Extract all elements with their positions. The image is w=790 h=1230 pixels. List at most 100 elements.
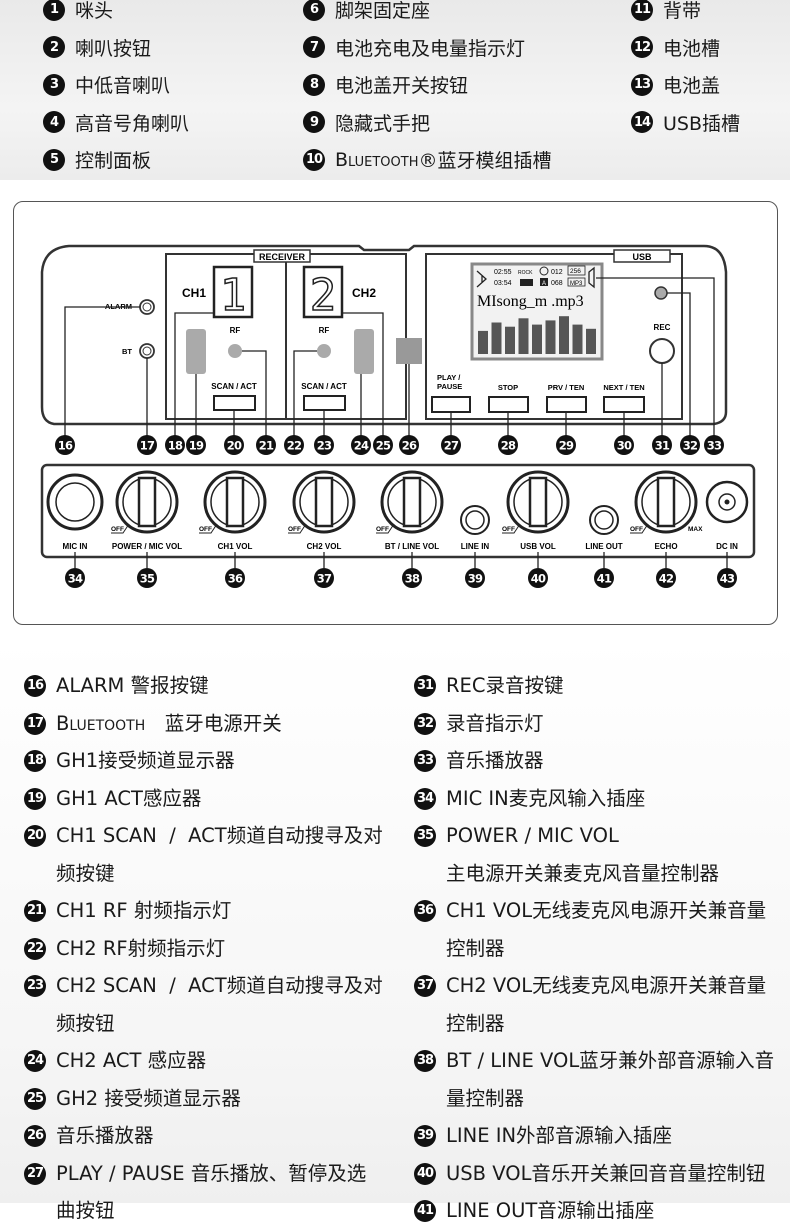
number-badge: 22 xyxy=(24,937,46,960)
callout-37 xyxy=(314,568,334,588)
legend-text: REC录音按键 xyxy=(446,674,564,697)
number-badge: 13 xyxy=(631,73,653,96)
legend-text: BT / LINE VOL蓝牙兼外部音源输入音 量控制器 xyxy=(446,1049,775,1110)
callout-25 xyxy=(373,435,393,455)
number-badge: 4 xyxy=(43,111,65,133)
alarm-button[interactable] xyxy=(139,299,155,315)
ch2-rf-led xyxy=(317,344,331,358)
lcd-total: 256 xyxy=(570,268,581,275)
control-panel-diagram: RECEIVER CH1 1 RF SCAN / ACT 2 CH2 RF SC… xyxy=(13,201,778,625)
ch2-scan-act-button[interactable] xyxy=(303,395,346,411)
callout-35 xyxy=(137,568,157,588)
off-label: OFF xyxy=(502,526,515,533)
off-label: OFF xyxy=(376,526,389,533)
next-label: NEXT / TEN xyxy=(603,383,644,392)
callout-24 xyxy=(351,435,371,455)
callout-number: 31 xyxy=(655,439,670,453)
legend-text: CH2 VOL无线麦克风电源开关兼音量 控制器 xyxy=(446,974,767,1035)
leader-lines-row1 xyxy=(64,277,715,437)
number-badge: 3 xyxy=(43,73,65,96)
bottom-legend-item-37: 37 CH2 VOL无线麦克风电源开关兼音量 控制器 xyxy=(414,967,766,1042)
eq-bar xyxy=(505,326,515,354)
bt-power-switch[interactable] xyxy=(139,343,155,359)
legend-text: LINE OUT音源输出插座 xyxy=(446,1199,655,1222)
callout-number: 24 xyxy=(354,439,369,453)
knob-label-mic_in: MIC IN xyxy=(63,542,88,551)
ch2-scan-label: SCAN / ACT xyxy=(301,382,347,391)
prv-ten-button[interactable] xyxy=(546,396,587,413)
knob-label-usb_vol: USB VOL xyxy=(520,542,556,551)
callout-number: 22 xyxy=(287,439,301,453)
legend-label: 喇叭按钮 xyxy=(75,37,152,60)
eq-bar xyxy=(478,330,488,354)
rec-button[interactable] xyxy=(649,338,675,364)
stop-label: STOP xyxy=(498,383,518,392)
eq-bar xyxy=(545,320,556,354)
callout-32 xyxy=(680,435,700,455)
off-label: OFF xyxy=(288,526,301,533)
off-label: OFF xyxy=(630,526,643,533)
ch1-rf-label: RF xyxy=(230,326,241,335)
line-in-jack[interactable] xyxy=(460,505,490,535)
lcd-time2: 03:54 xyxy=(494,280,512,287)
lower-panel-outline xyxy=(40,463,756,559)
callout-28 xyxy=(498,435,518,455)
knob-label-line_out: LINE OUT xyxy=(585,542,622,551)
callout-38 xyxy=(402,568,422,588)
legend-text-smallcaps: Bluetooth xyxy=(56,711,146,735)
number-badge: 12 xyxy=(631,36,653,58)
callout-number: 30 xyxy=(617,439,632,453)
knob-label-power_mic_vol: POWER / MIC VOL xyxy=(112,542,182,551)
number-badge: 17 xyxy=(24,712,46,735)
callout-20 xyxy=(224,435,244,455)
bt-label: BT xyxy=(122,347,132,356)
callout-number: 36 xyxy=(228,572,243,586)
legend-label: 脚架固定座 xyxy=(335,0,431,22)
number-badge: 5 xyxy=(43,148,65,171)
number-badge: 11 xyxy=(631,0,653,21)
lcd-mp3: MP3 xyxy=(570,281,583,287)
callout-26 xyxy=(399,435,419,455)
next-ten-button[interactable] xyxy=(603,396,645,413)
legend-label: USB插槽 xyxy=(663,112,741,135)
legend-text: LINE IN外部音源输入插座 xyxy=(446,1124,673,1147)
callout-17 xyxy=(137,435,157,455)
bottom-legend-item-41: 41 LINE OUT音源输出插座 xyxy=(414,1192,654,1230)
legend-text: CH1 SCAN / ACT频道自动搜寻及对 频按键 xyxy=(56,824,383,885)
stop-button[interactable] xyxy=(488,396,529,413)
callout-34 xyxy=(65,568,85,588)
play-pause-button[interactable] xyxy=(431,396,471,413)
number-badge: 41 xyxy=(414,1200,436,1222)
number-badge: 38 xyxy=(414,1050,436,1072)
legend-label: 高音号角喇叭 xyxy=(75,112,190,135)
number-badge: 7 xyxy=(303,36,325,58)
knob-label-dc_in: DC IN xyxy=(716,542,738,551)
callout-number: 32 xyxy=(683,439,697,453)
number-badge: 37 xyxy=(414,975,436,997)
callout-number: 34 xyxy=(68,572,83,586)
ch1-scan-act-button[interactable] xyxy=(213,395,256,411)
line-out-jack[interactable] xyxy=(589,505,619,535)
callout-31 xyxy=(652,435,672,455)
callout-30 xyxy=(614,435,634,455)
ch2-label: CH2 xyxy=(352,286,376,300)
legend-label: 电池盖 xyxy=(663,75,721,97)
callout-22 xyxy=(284,435,304,455)
callout-number: 18 xyxy=(168,439,183,453)
ch1-channel-display xyxy=(212,265,254,319)
number-badge: 20 xyxy=(24,825,46,847)
legend-label: 背带 xyxy=(663,0,702,22)
number-badge: 27 xyxy=(24,1162,46,1185)
